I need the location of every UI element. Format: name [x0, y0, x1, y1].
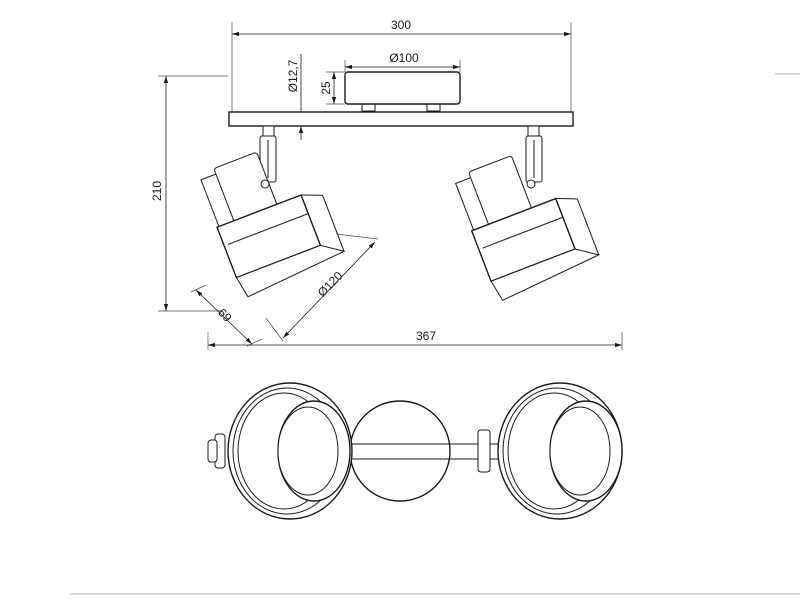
top-hub-right: [477, 429, 491, 473]
spot-left: [200, 125, 346, 298]
top-shade-left: [227, 382, 353, 520]
dimension-label-arm-diameter: Ø12,7: [286, 59, 300, 92]
dimension-label-shade-diameter: Ø120: [315, 269, 346, 300]
dimension-label-300: 300: [391, 18, 411, 32]
top-hub-left: [207, 433, 226, 469]
dimension-overall-width-side: 300: [231, 18, 572, 112]
dimension-overall-width-top: 367: [207, 329, 623, 350]
mounting-bar: [228, 111, 574, 127]
dimension-arm-diameter: Ø12,7: [286, 54, 304, 140]
dimension-label-canopy-height: 25: [319, 81, 333, 95]
dimension-canopy-height: 25: [319, 71, 345, 105]
dimension-overall-height: 210: [150, 75, 228, 312]
dimension-label-367: 367: [416, 329, 436, 343]
top-canopy-disc: [349, 400, 451, 502]
ceiling-canopy: [344, 71, 461, 112]
spot-right: [455, 125, 601, 301]
top-shade-right: [497, 382, 623, 520]
dimension-label-canopy-diameter: Ø100: [389, 51, 419, 65]
dimension-canopy-diameter: Ø100: [344, 51, 461, 72]
top-view: 367: [207, 329, 623, 520]
side-view: 300 Ø100 25 Ø12,7: [150, 18, 601, 347]
sheet-frame: [70, 73, 800, 595]
dimension-label-210: 210: [150, 181, 164, 201]
dimension-label-69: 69: [215, 305, 235, 325]
